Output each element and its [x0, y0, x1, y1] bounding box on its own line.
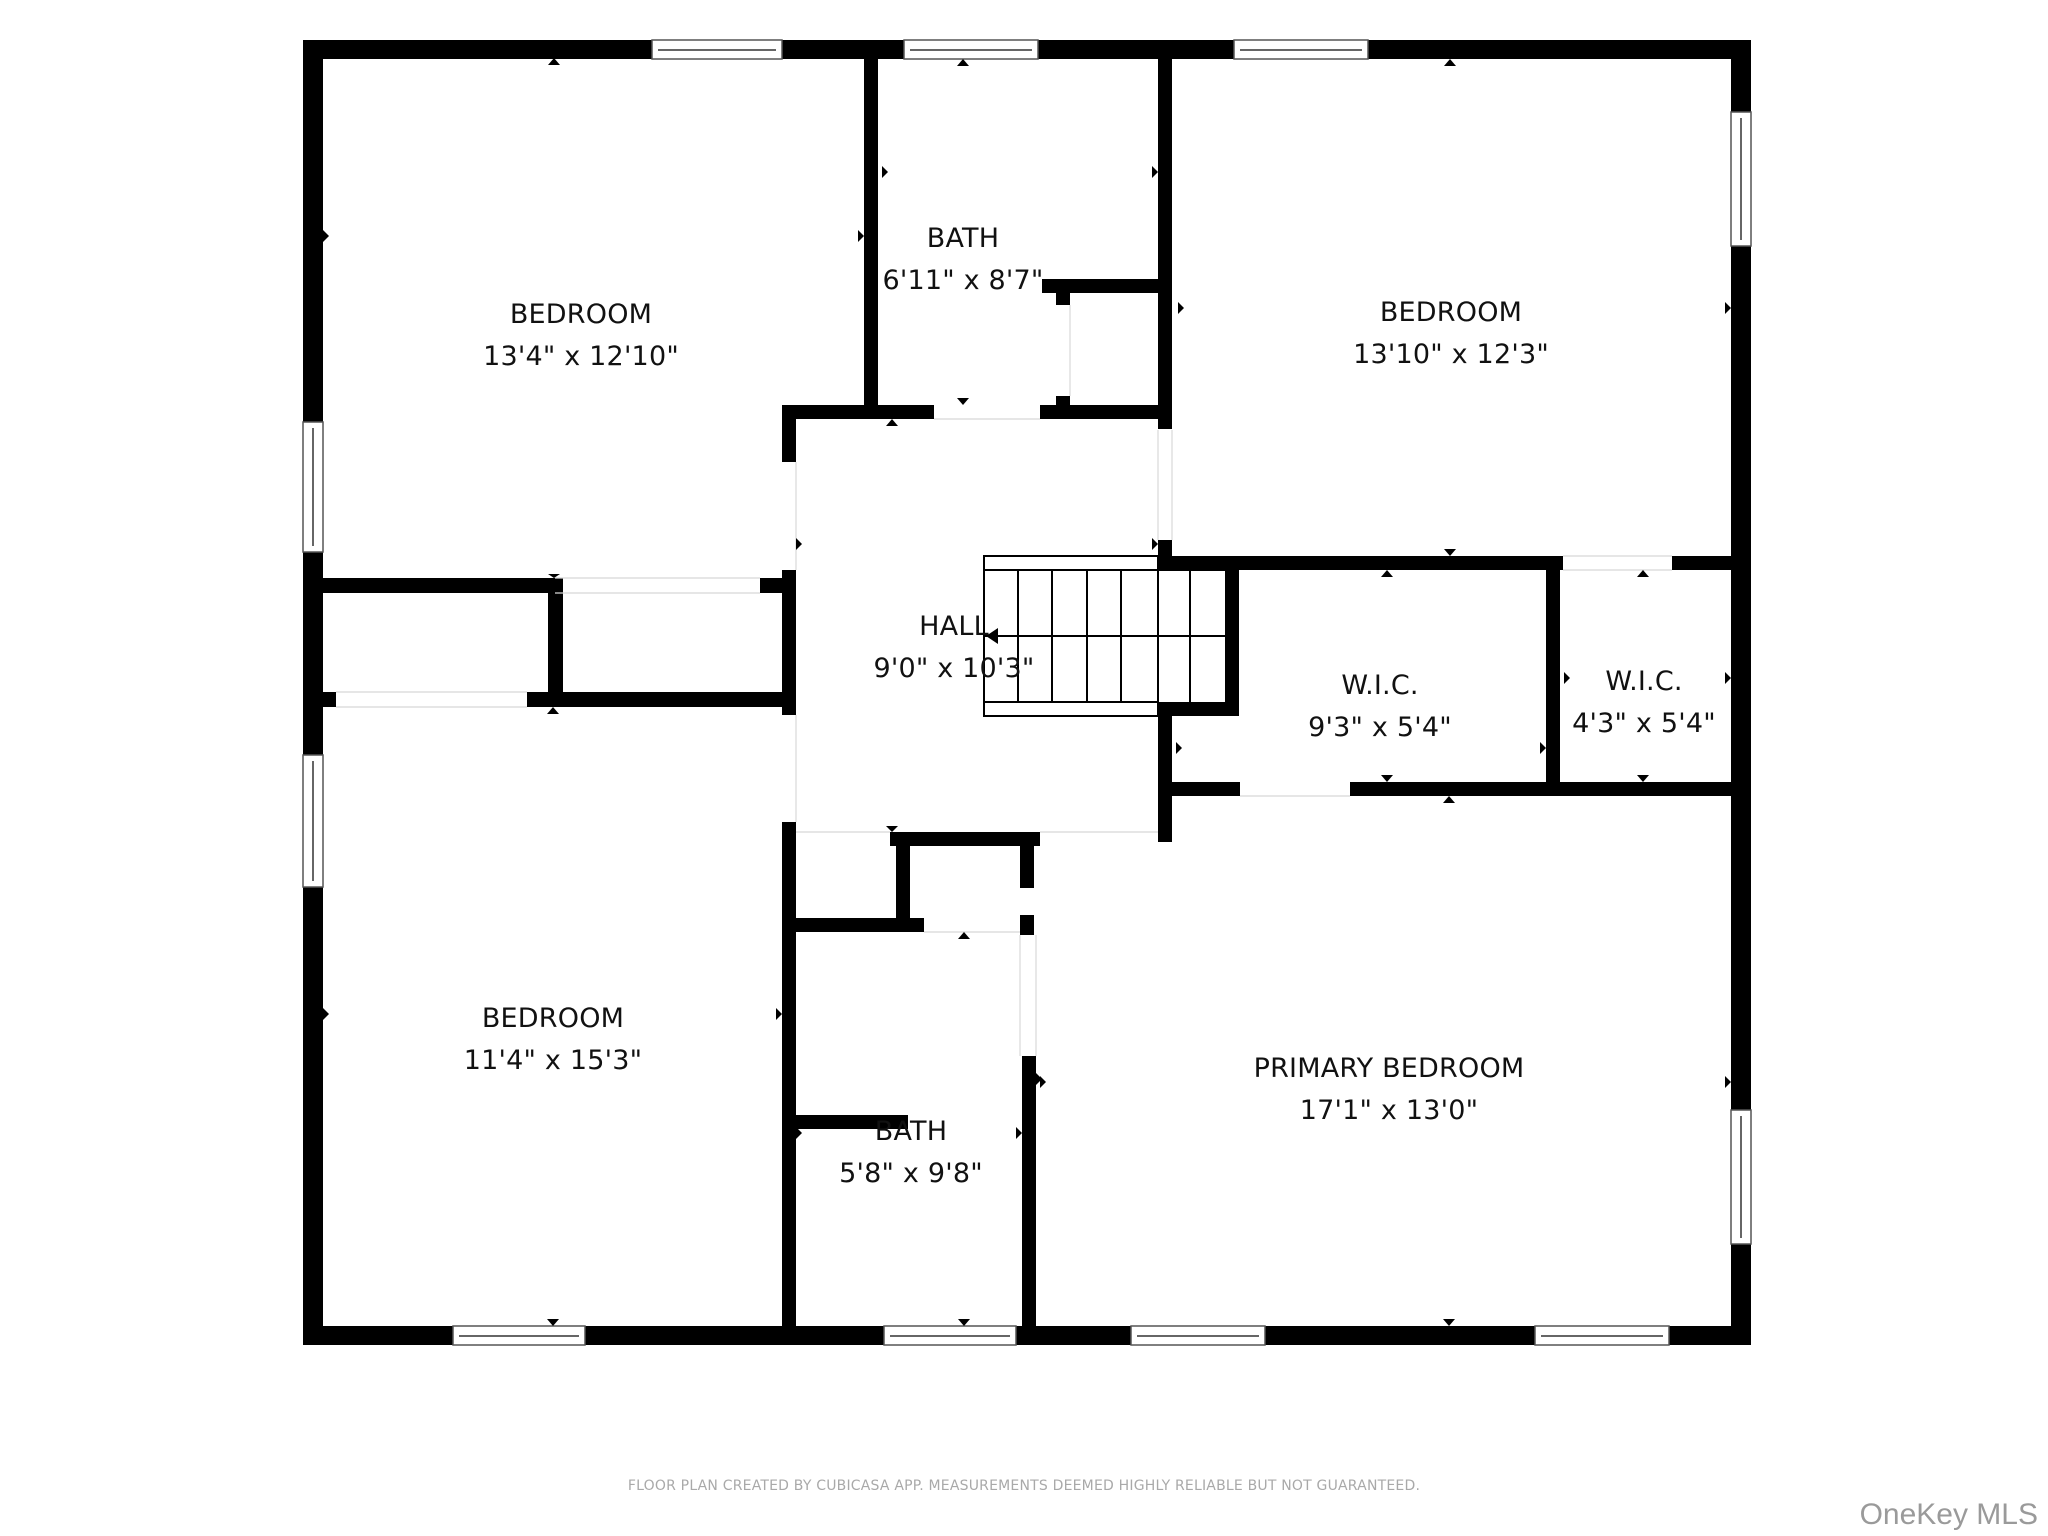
- room-label-primary-bedroom: PRIMARY BEDROOM 17'1" x 13'0": [1254, 1048, 1525, 1132]
- room-dimensions: 9'0" x 10'3": [873, 653, 1035, 684]
- window: [302, 754, 324, 888]
- window: [1730, 111, 1752, 247]
- watermark-logo: OneKey MLS: [1859, 1498, 2038, 1531]
- room-name: BEDROOM: [481, 1003, 625, 1034]
- window: [1130, 1325, 1266, 1346]
- room-name: PRIMARY BEDROOM: [1253, 1053, 1525, 1084]
- room-dimensions: 6'11" x 8'7": [882, 265, 1044, 296]
- room-label-wic-1: W.I.C. 9'3" x 5'4": [1308, 665, 1452, 749]
- room-name: W.I.C.: [1605, 666, 1683, 697]
- room-name: BEDROOM: [1379, 297, 1523, 328]
- room-name: W.I.C.: [1341, 670, 1419, 701]
- interior-walls: [323, 59, 1731, 1326]
- disclaimer-text: FLOOR PLAN CREATED BY CUBICASA APP. MEAS…: [627, 1478, 1421, 1494]
- room-name: HALL: [919, 611, 989, 642]
- window: [302, 421, 324, 553]
- windows: [302, 39, 1752, 1346]
- room-label-wic-2: W.I.C. 4'3" x 5'4": [1572, 661, 1716, 745]
- room-dimensions: 9'3" x 5'4": [1308, 712, 1452, 743]
- room-label-bath-north: BATH 6'11" x 8'7": [882, 218, 1043, 302]
- room-name: BATH: [926, 223, 1000, 254]
- room-label-hall: HALL 9'0" x 10'3": [873, 606, 1034, 690]
- room-name: BEDROOM: [509, 299, 653, 330]
- room-label-bath-south: BATH 5'8" x 9'8": [839, 1111, 983, 1195]
- window: [1534, 1325, 1670, 1346]
- room-dimensions: 5'8" x 9'8": [839, 1158, 983, 1189]
- room-dimensions: 13'4" x 12'10": [483, 341, 679, 372]
- staircase: [983, 555, 1225, 717]
- room-dimensions: 11'4" x 15'3": [463, 1045, 643, 1076]
- room-label-bedroom-nw: BEDROOM 13'4" x 12'10": [483, 294, 679, 378]
- room-dimensions: 13'10" x 12'3": [1353, 339, 1549, 370]
- window: [452, 1325, 586, 1346]
- room-dimensions: 4'3" x 5'4": [1572, 708, 1716, 739]
- window: [903, 39, 1039, 60]
- room-name: BATH: [874, 1116, 948, 1147]
- stair-direction-arrow-icon: [986, 628, 998, 644]
- window: [1730, 1109, 1752, 1245]
- dimension-markers: [323, 58, 1731, 1326]
- window: [651, 39, 783, 60]
- room-label-bedroom-sw: BEDROOM 11'4" x 15'3": [464, 998, 643, 1082]
- window: [883, 1325, 1017, 1346]
- window: [1233, 39, 1369, 60]
- room-dimensions: 17'1" x 13'0": [1299, 1095, 1479, 1126]
- door-openings: [336, 305, 1672, 1056]
- room-label-bedroom-ne: BEDROOM 13'10" x 12'3": [1353, 292, 1549, 376]
